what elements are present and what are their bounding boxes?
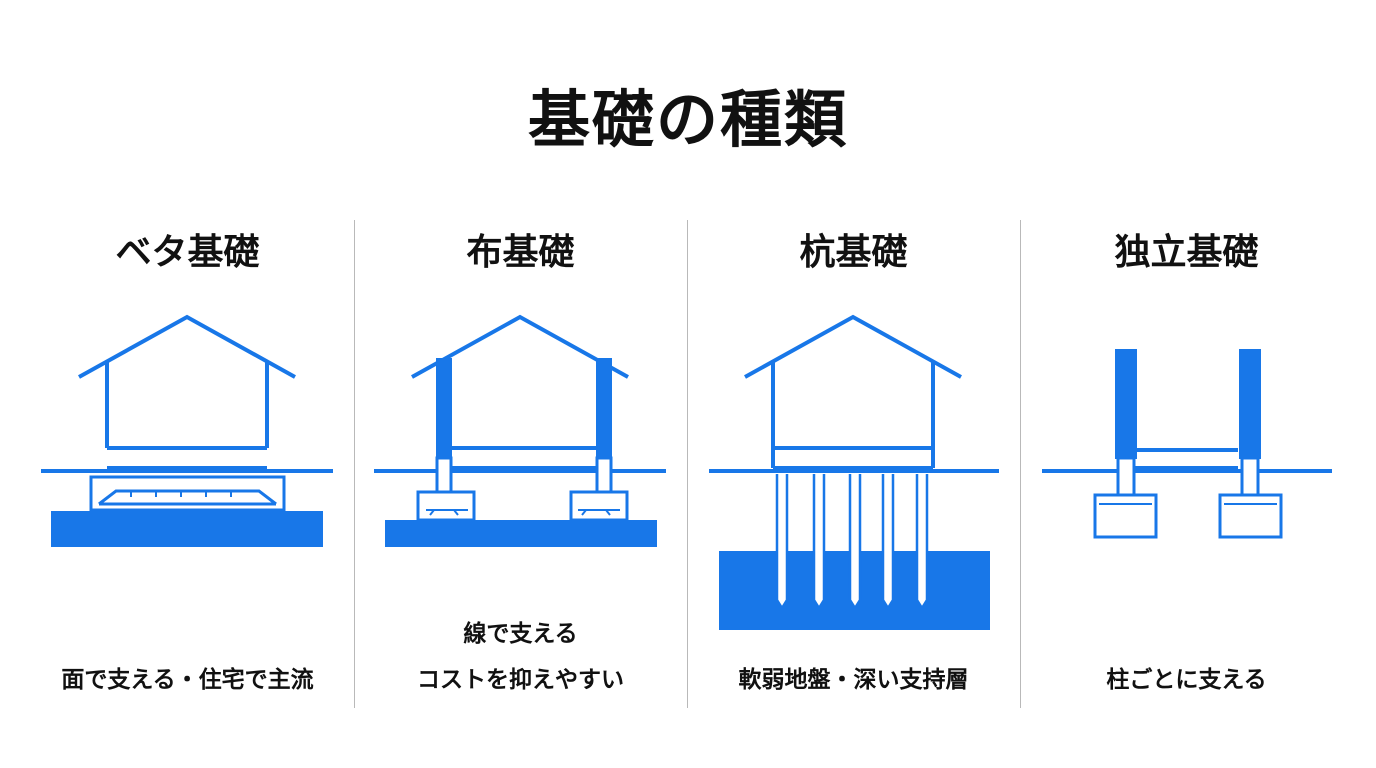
panel-caption: 線で支える bbox=[463, 621, 578, 647]
panel-heading: 布基礎 bbox=[466, 232, 575, 273]
mat-foundation-icon bbox=[41, 314, 333, 547]
panel-strip-foundation: 布基礎 線で支える コストを抑えやすい bbox=[354, 0, 687, 768]
panel-caption: コストを抑えやすい bbox=[417, 667, 624, 693]
panel-caption: 軟弱地盤・深い支持層 bbox=[738, 667, 969, 693]
pile-foundation-icon bbox=[709, 314, 999, 630]
divider bbox=[354, 220, 355, 708]
divider bbox=[687, 220, 688, 708]
panel-heading: 独立基礎 bbox=[1114, 232, 1259, 273]
panel-heading: ベタ基礎 bbox=[115, 232, 260, 273]
isolated-footing-icon bbox=[1042, 349, 1332, 539]
page-title: 基礎の種類 bbox=[527, 83, 848, 156]
panel-caption: 柱ごとに支える bbox=[1106, 667, 1267, 693]
panel-isolated-footing: 独立基礎 柱ごとに支える bbox=[1020, 0, 1353, 768]
strip-foundation-icon bbox=[374, 314, 666, 547]
divider bbox=[1020, 220, 1021, 708]
panel-heading: 杭基礎 bbox=[799, 232, 908, 273]
panel-pile-foundation: 杭基礎 軟弱地盤・深い支持層 bbox=[687, 0, 1020, 768]
panel-caption: 面で支える・住宅で主流 bbox=[61, 667, 314, 693]
panel-mat-foundation: ベタ基礎 面で支える・住宅で主流 bbox=[21, 0, 354, 768]
